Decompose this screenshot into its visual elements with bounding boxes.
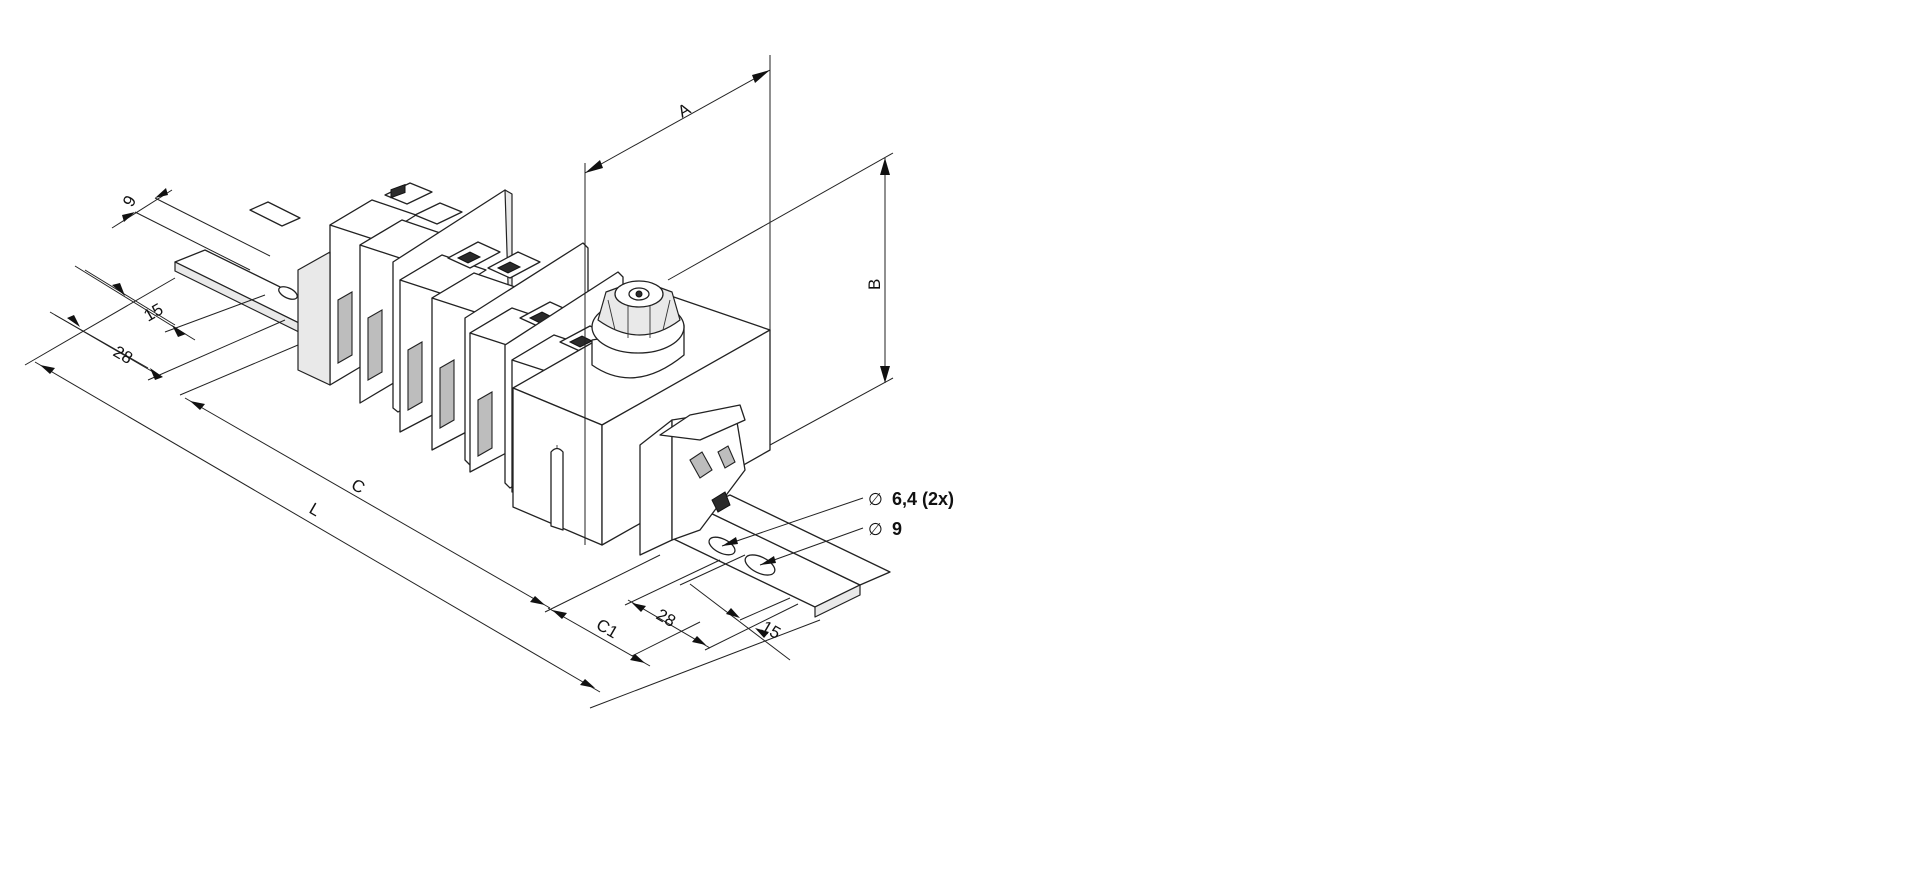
hole-large-value: 9 xyxy=(892,519,902,539)
diameter-symbol: ∅ xyxy=(868,490,883,509)
hole-callout-small: ∅ 6,4 (2x) xyxy=(868,489,954,509)
dimension-15-left-label: 15 xyxy=(141,300,167,326)
hole-callout-leaders xyxy=(721,497,864,566)
dimension-15-right xyxy=(679,554,791,661)
hole-small-value: 6,4 (2x) xyxy=(892,489,954,509)
dimension-a-label: A xyxy=(675,99,695,121)
dimension-b xyxy=(667,152,894,446)
dimension-b-label: B xyxy=(865,279,884,290)
dimension-15-left xyxy=(74,265,266,341)
dimension-9-left-label: 9 xyxy=(119,192,140,210)
dimension-c-label: C xyxy=(348,475,368,498)
dimension-9-left xyxy=(111,188,271,271)
dimension-l xyxy=(24,277,821,709)
terminal-block-2 xyxy=(359,202,463,404)
dimension-c1-label: C1 xyxy=(593,615,621,642)
dimension-28-left xyxy=(49,311,286,381)
hole-callout-large: ∅ 9 xyxy=(868,519,902,539)
housing-knob xyxy=(591,280,685,379)
diameter-symbol: ∅ xyxy=(868,520,883,539)
dimension-28-right xyxy=(624,559,799,651)
end-clamp xyxy=(639,404,746,556)
dimension-l-label: L xyxy=(306,499,324,520)
dimension-c xyxy=(179,344,661,613)
dimension-28-left-label: 28 xyxy=(110,342,136,368)
dimension-c1 xyxy=(547,607,701,667)
dimension-a xyxy=(584,55,771,545)
terminal-block-5 xyxy=(469,301,573,473)
